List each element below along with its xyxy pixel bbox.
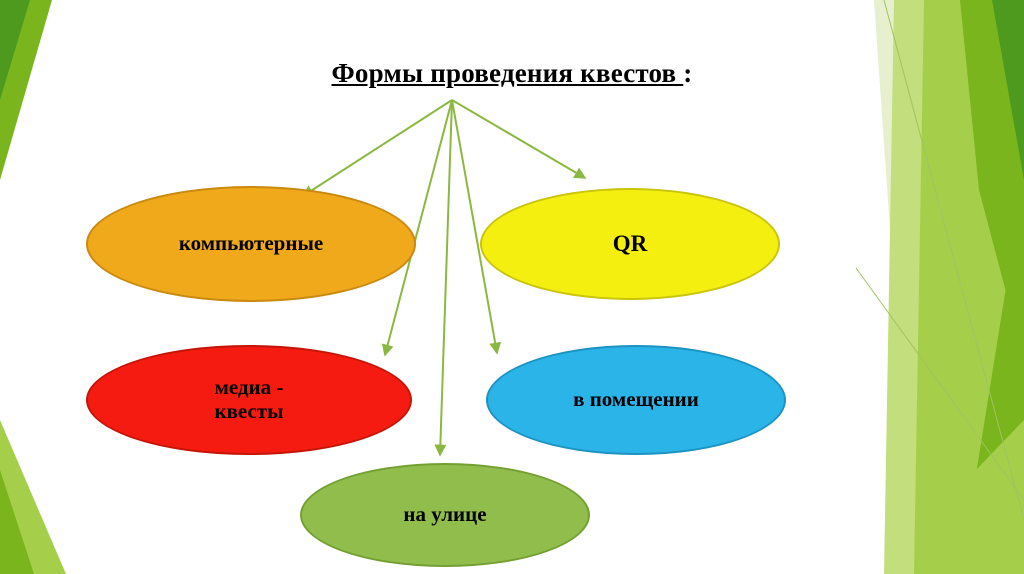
page-title: Формы проведения квестов : [0, 58, 1024, 89]
node-indoor-label: в помещении [573, 387, 699, 412]
page-title-underlined-text: Формы проведения квестов [331, 58, 684, 88]
node-media-label: медиа - квесты [214, 375, 284, 423]
node-qr[interactable]: QR [480, 188, 780, 300]
node-outdoor[interactable]: на улице [300, 463, 590, 567]
page-title-colon: : [683, 58, 693, 88]
arrow-to-computer [301, 99, 453, 197]
node-qr-label: QR [612, 231, 648, 257]
node-outdoor-label: на улице [403, 502, 487, 527]
arrow-to-outdoor [434, 99, 453, 457]
node-computer-label: компьютерные [178, 231, 324, 256]
node-media[interactable]: медиа - квесты [86, 345, 412, 455]
node-computer[interactable]: компьютерные [86, 186, 416, 302]
node-indoor[interactable]: в помещении [486, 345, 786, 455]
arrow-to-qr [451, 99, 587, 179]
